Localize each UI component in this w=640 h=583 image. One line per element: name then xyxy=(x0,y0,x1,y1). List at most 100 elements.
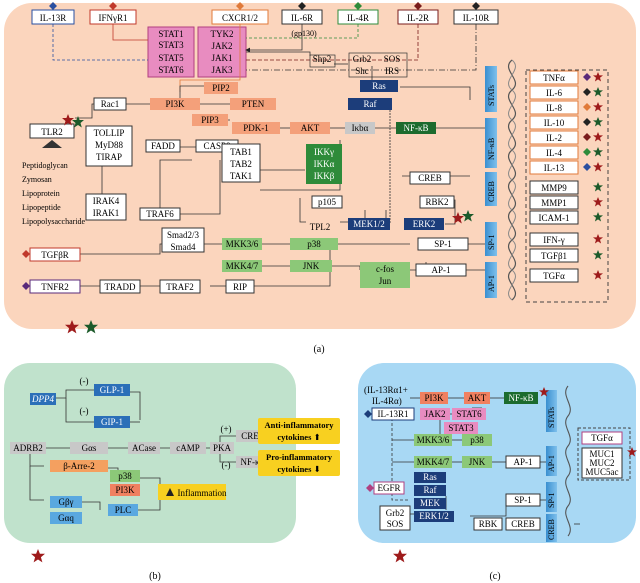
node-shc: Shc xyxy=(355,66,369,76)
dna-helix-c xyxy=(565,385,571,537)
pc-ras: Ras xyxy=(423,472,437,482)
panel-c-outputs: TGFα MUC1 MUC2 MUC5ac xyxy=(577,427,631,481)
output-label: TNFα xyxy=(543,73,565,83)
pb-gas-box xyxy=(70,442,108,454)
pb-minus-2: (-) xyxy=(80,406,89,416)
receptor-cxcr12: CXCR1/2 xyxy=(222,13,258,23)
output-label: IL-4 xyxy=(546,148,562,158)
node-p38: p38 xyxy=(307,239,321,249)
star-icon xyxy=(31,549,45,563)
stat-stack xyxy=(147,26,195,78)
ligand-5: Lipopolysaccharide xyxy=(22,217,86,226)
node-pten: PTEN xyxy=(242,99,265,109)
star-icon xyxy=(593,117,603,127)
jak-stack xyxy=(197,26,247,78)
star-icon xyxy=(593,102,603,112)
pc-out-tgfa: TGFα xyxy=(591,433,613,443)
pc-muc-box xyxy=(581,447,623,479)
output-diamond xyxy=(583,163,591,171)
pb-pi3k: PI3K xyxy=(115,485,135,495)
node-traf6-box xyxy=(139,207,181,221)
node-fadd-box xyxy=(145,139,181,153)
pb-plc-box xyxy=(108,504,138,516)
star-icon xyxy=(593,182,603,192)
pc-p38: p38 xyxy=(470,435,484,445)
pc-mkk47: MKK4/7 xyxy=(417,457,450,467)
node-rip: RIP xyxy=(233,282,247,292)
pb-inflammation-box xyxy=(158,484,226,500)
star-icon xyxy=(593,72,603,82)
arrow-down-icon: ⬇ xyxy=(313,464,321,474)
pc-mek-box xyxy=(414,498,446,509)
node-erk2-box xyxy=(404,218,444,230)
node-pip2: PIP2 xyxy=(212,83,230,93)
tf-ap1: AP-1 xyxy=(487,275,496,292)
output-box xyxy=(529,160,579,175)
node-smad-group xyxy=(161,227,205,253)
output-label: ICAM-1 xyxy=(539,213,570,223)
output-diamond xyxy=(583,73,591,81)
output-diamond xyxy=(583,88,591,96)
ligand-3: Lipoprotein xyxy=(22,189,60,198)
node-fadd: FADD xyxy=(151,141,175,151)
node-tollip: TOLLIP xyxy=(94,128,125,138)
pb-nfkb: NF-κB xyxy=(240,457,265,467)
node-tab2: TAB2 xyxy=(230,159,252,169)
node-pdk1-box xyxy=(232,122,280,134)
pb-pka-box xyxy=(210,442,234,454)
node-tgfbr: TGFβR xyxy=(41,250,69,260)
node-pi3k: PI3K xyxy=(165,99,185,109)
pb-gaq: Gαq xyxy=(58,513,74,523)
receptor-il13r: IL-13R xyxy=(40,13,67,23)
node-tnfr2-box xyxy=(29,279,81,294)
star-icon xyxy=(393,549,407,563)
pc-ap1-box xyxy=(505,455,541,469)
node-ras-box xyxy=(360,80,398,92)
node-pdk1: PDK-1 xyxy=(243,123,269,133)
pb-gas: Gαs xyxy=(82,443,97,453)
pb-minus-3: (-) xyxy=(222,460,231,470)
anti-sub: cytokines xyxy=(277,432,312,442)
output-box xyxy=(529,180,579,195)
node-tnfr2: TNFR2 xyxy=(41,282,69,292)
pb-gip1: GIP-1 xyxy=(101,417,123,427)
receptor-diamonds xyxy=(49,2,480,10)
node-irak1: IRAK1 xyxy=(93,208,120,218)
star-icon xyxy=(462,210,474,222)
pc-sos: SOS xyxy=(387,519,404,529)
arrow-up-icon: ⬆ xyxy=(313,432,321,442)
star-icon xyxy=(593,234,603,244)
tf-creb: CREB xyxy=(487,181,496,202)
pb-pka: PKA xyxy=(213,443,232,453)
node-ikba: Iκbα xyxy=(352,123,369,133)
pb-adrb2: ADRB2 xyxy=(13,443,43,453)
node-traf2-box xyxy=(159,279,201,294)
pc-sp1-box xyxy=(505,493,541,507)
pb-p38-box xyxy=(110,470,140,482)
node-shp2: Shp2 xyxy=(313,54,332,64)
node-tab-group xyxy=(221,143,261,183)
pc-mkk36: MKK3/6 xyxy=(417,435,450,445)
node-ikka: IKKα xyxy=(314,159,335,169)
node-akt-box xyxy=(290,122,330,134)
stat-label-4: STAT6 xyxy=(158,65,184,75)
node-p38-box xyxy=(290,238,338,250)
node-pip3: PIP3 xyxy=(201,115,219,125)
tf-nfkb: NF-κB xyxy=(487,138,496,160)
node-tpl2: TPL2 xyxy=(310,222,331,232)
node-ikkb: IKKβ xyxy=(314,171,335,181)
pc-mkk36-box xyxy=(414,434,452,446)
pb-glp1-box xyxy=(94,384,130,396)
pc-tgfa-box xyxy=(581,431,623,445)
star-icon xyxy=(593,197,603,207)
star-icon xyxy=(72,116,84,128)
jak-label-4: JAK3 xyxy=(211,65,233,75)
node-nfkb: NF-κB xyxy=(403,123,428,133)
output-label: IL-10 xyxy=(544,118,565,128)
node-ap1: AP-1 xyxy=(431,265,450,275)
ligand-4: Lipopeptide xyxy=(22,203,61,212)
output-label: IFN-γ xyxy=(543,235,564,245)
receptor-il4r: IL-4R xyxy=(347,13,369,23)
